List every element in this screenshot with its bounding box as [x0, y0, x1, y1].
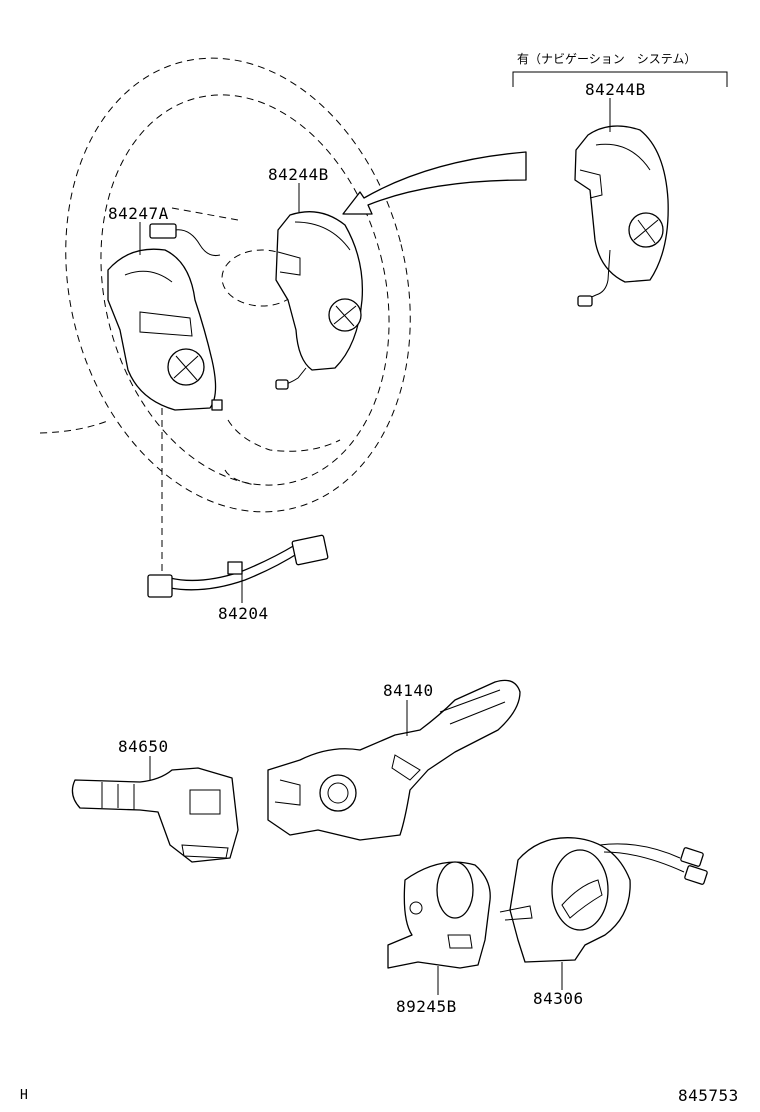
navigation-variant-note: 有（ナビゲーション システム） [517, 52, 696, 66]
replacement-arrow [342, 151, 527, 215]
footer-left-code: H [20, 1088, 28, 1103]
steering-wheel-outline [39, 57, 411, 575]
steering-pad-switch-left[interactable] [107, 223, 223, 411]
part-label-84247a: 84247A [108, 204, 169, 223]
part-label-89245b: 89245B [396, 997, 457, 1016]
steering-pad-switch-right[interactable] [275, 211, 364, 390]
wire-harness[interactable] [147, 534, 329, 598]
leader-lines [139, 98, 611, 995]
steering-pad-switch-nav[interactable] [574, 125, 669, 307]
illustration-number: 845753 [678, 1086, 739, 1105]
part-label-84306: 84306 [533, 989, 584, 1008]
steering-angle-sensor[interactable] [387, 861, 491, 969]
spiral-cable[interactable] [499, 837, 708, 963]
part-label-84140: 84140 [383, 681, 434, 700]
combination-switch-lever[interactable] [267, 679, 521, 841]
part-label-84244b-nav: 84244B [585, 80, 646, 99]
navigation-variant-bracket: 有（ナビゲーション システム） [512, 52, 728, 87]
wiper-switch[interactable] [71, 767, 239, 863]
part-label-84204: 84204 [218, 604, 269, 623]
part-label-84244b: 84244B [268, 165, 329, 184]
part-label-84650: 84650 [118, 737, 169, 756]
